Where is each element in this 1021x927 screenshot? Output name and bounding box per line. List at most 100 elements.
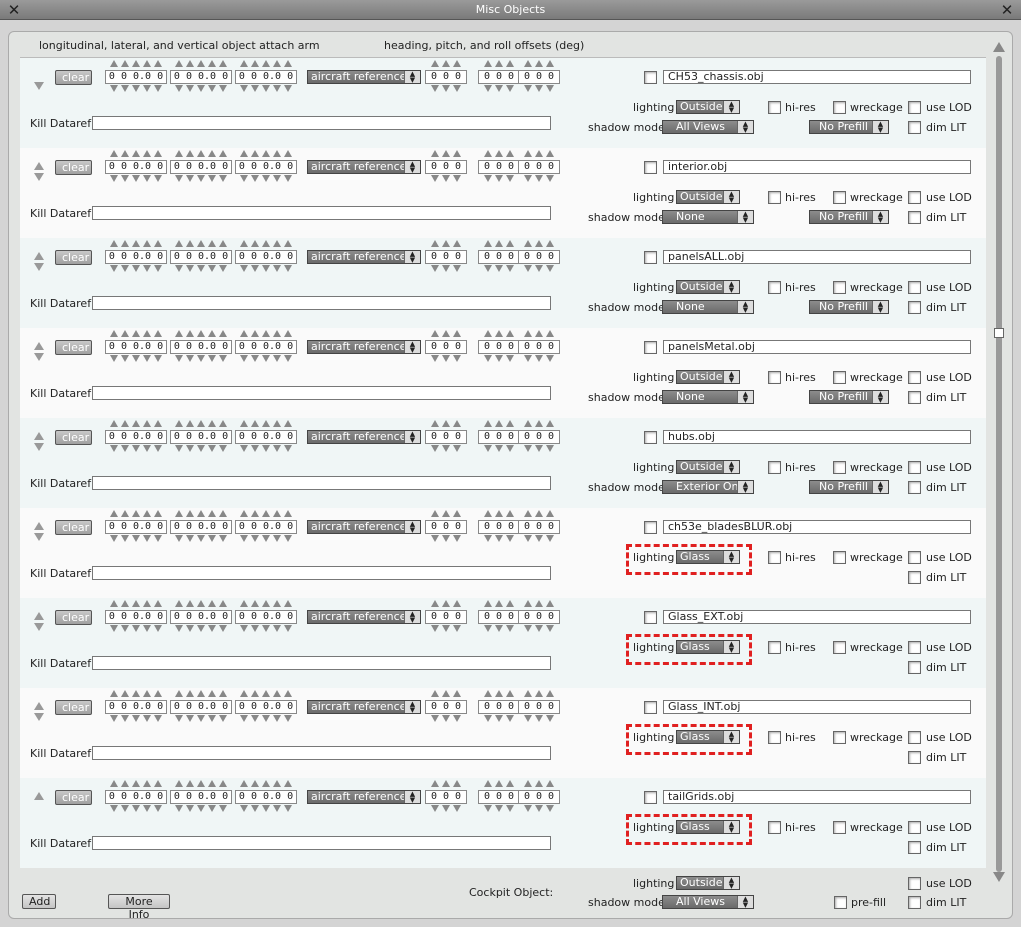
arrow-up-icon[interactable] xyxy=(154,60,162,67)
longitudinal-arm-value[interactable]: 0 0 0.0 0 xyxy=(105,430,167,444)
arrow-up-icon[interactable] xyxy=(197,780,205,787)
arrow-down-icon[interactable] xyxy=(262,265,270,272)
pitch-offset-value[interactable]: 0 0 0 xyxy=(478,520,520,534)
kill-dataref-input[interactable] xyxy=(92,656,551,670)
arrow-down-icon[interactable] xyxy=(251,445,259,452)
heading-offset-up-arrows[interactable] xyxy=(425,780,467,789)
arrow-up-icon[interactable] xyxy=(197,330,205,337)
longitudinal-arm-value[interactable]: 0 0 0.0 0 xyxy=(105,250,167,264)
vertical-arm-value[interactable]: 0 0 0.0 0 xyxy=(235,700,297,714)
kill-dataref-input[interactable] xyxy=(92,476,551,490)
arrow-down-icon[interactable] xyxy=(240,85,248,92)
arrow-up-icon[interactable] xyxy=(262,150,270,157)
arrow-up-icon[interactable] xyxy=(442,690,450,697)
pitch-offset[interactable]: 0 0 0 xyxy=(478,60,520,94)
roll-offset[interactable]: 0 0 0 xyxy=(518,60,560,94)
arrow-up-icon[interactable] xyxy=(175,330,183,337)
arrow-down-icon[interactable] xyxy=(284,805,292,812)
arrow-down-icon[interactable] xyxy=(535,805,543,812)
arrow-down-icon[interactable] xyxy=(186,715,194,722)
arrow-up-icon[interactable] xyxy=(284,420,292,427)
arrow-up-icon[interactable] xyxy=(251,690,259,697)
arrow-down-icon[interactable] xyxy=(506,445,514,452)
arrow-down-icon[interactable] xyxy=(262,535,270,542)
arrow-up-icon[interactable] xyxy=(442,600,450,607)
cockpit-dim-lit-checkbox[interactable] xyxy=(908,896,921,909)
arrow-up-icon[interactable] xyxy=(219,780,227,787)
arrow-up-icon[interactable] xyxy=(143,690,151,697)
arrow-up-icon[interactable] xyxy=(121,420,129,427)
lateral-arm-down-arrows[interactable] xyxy=(170,445,232,454)
roll-offset-value[interactable]: 0 0 0 xyxy=(518,430,560,444)
arrow-up-icon[interactable] xyxy=(175,690,183,697)
longitudinal-arm-value[interactable]: 0 0 0.0 0 xyxy=(105,610,167,624)
arrow-up-icon[interactable] xyxy=(110,240,118,247)
lighting-select[interactable]: Glass▲▼ xyxy=(676,730,740,744)
arrow-down-icon[interactable] xyxy=(208,625,216,632)
heading-offset[interactable]: 0 0 0 xyxy=(425,780,467,814)
arrow-down-icon[interactable] xyxy=(240,535,248,542)
arrow-down-icon[interactable] xyxy=(431,265,439,272)
arrow-up-icon[interactable] xyxy=(208,150,216,157)
arrow-down-icon[interactable] xyxy=(524,715,532,722)
arrow-up-icon[interactable] xyxy=(484,510,492,517)
pitch-offset-down-arrows[interactable] xyxy=(478,625,520,634)
arrow-up-icon[interactable] xyxy=(546,690,554,697)
arrow-up-icon[interactable] xyxy=(484,420,492,427)
arrow-up-icon[interactable] xyxy=(546,150,554,157)
heading-offset[interactable]: 0 0 0 xyxy=(425,60,467,94)
lateral-arm-up-arrows[interactable] xyxy=(170,60,232,69)
heading-offset[interactable]: 0 0 0 xyxy=(425,420,467,454)
arrow-down-icon[interactable] xyxy=(175,355,183,362)
arrow-down-icon[interactable] xyxy=(524,625,532,632)
arrow-up-icon[interactable] xyxy=(186,60,194,67)
arrow-down-icon[interactable] xyxy=(240,175,248,182)
arrow-down-icon[interactable] xyxy=(208,445,216,452)
longitudinal-arm-down-arrows[interactable] xyxy=(105,355,167,364)
pitch-offset-up-arrows[interactable] xyxy=(478,60,520,69)
lateral-arm-value[interactable]: 0 0 0.0 0 xyxy=(170,610,232,624)
arrow-up-icon[interactable] xyxy=(251,600,259,607)
vertical-arm-up-arrows[interactable] xyxy=(235,420,297,429)
vertical-arm[interactable]: 0 0 0.0 0 xyxy=(235,780,297,814)
arrow-down-icon[interactable] xyxy=(143,265,151,272)
arrow-up-icon[interactable] xyxy=(208,780,216,787)
arrow-down-icon[interactable] xyxy=(284,715,292,722)
pitch-offset-down-arrows[interactable] xyxy=(478,535,520,544)
vertical-arm-down-arrows[interactable] xyxy=(235,175,297,184)
add-button[interactable]: Add xyxy=(22,894,56,909)
arrow-down-icon[interactable] xyxy=(431,805,439,812)
arrow-down-icon[interactable] xyxy=(442,175,450,182)
arrow-down-icon[interactable] xyxy=(506,265,514,272)
arrow-up-icon[interactable] xyxy=(121,150,129,157)
arrow-up-icon[interactable] xyxy=(197,510,205,517)
roll-offset-down-arrows[interactable] xyxy=(518,445,560,454)
vertical-arm[interactable]: 0 0 0.0 0 xyxy=(235,510,297,544)
arrow-down-icon[interactable] xyxy=(262,85,270,92)
lateral-arm-down-arrows[interactable] xyxy=(170,175,232,184)
arrow-down-icon[interactable] xyxy=(506,715,514,722)
arrow-down-icon[interactable] xyxy=(546,445,554,452)
hi-res-checkbox[interactable] xyxy=(768,821,781,834)
lateral-arm-value[interactable]: 0 0 0.0 0 xyxy=(170,700,232,714)
heading-offset-up-arrows[interactable] xyxy=(425,60,467,69)
arrow-down-icon[interactable] xyxy=(208,265,216,272)
arrow-down-icon[interactable] xyxy=(506,175,514,182)
arrow-down-icon[interactable] xyxy=(197,85,205,92)
arrow-down-icon[interactable] xyxy=(506,355,514,362)
vertical-arm-down-arrows[interactable] xyxy=(235,535,297,544)
cockpit-use-lod-checkbox[interactable] xyxy=(908,877,921,890)
arrow-up-icon[interactable] xyxy=(524,510,532,517)
vertical-arm-value[interactable]: 0 0 0.0 0 xyxy=(235,160,297,174)
arrow-up-icon[interactable] xyxy=(524,330,532,337)
arrow-down-icon[interactable] xyxy=(121,805,129,812)
arrow-down-icon[interactable] xyxy=(273,265,281,272)
wreckage-checkbox[interactable] xyxy=(833,281,846,294)
longitudinal-arm-down-arrows[interactable] xyxy=(105,715,167,724)
object-file-input[interactable]: tailGrids.obj xyxy=(663,790,971,804)
use-lod-checkbox[interactable] xyxy=(908,641,921,654)
arrow-up-icon[interactable] xyxy=(34,252,44,260)
pitch-offset-up-arrows[interactable] xyxy=(478,510,520,519)
arrow-up-icon[interactable] xyxy=(535,780,543,787)
heading-offset-down-arrows[interactable] xyxy=(425,265,467,274)
